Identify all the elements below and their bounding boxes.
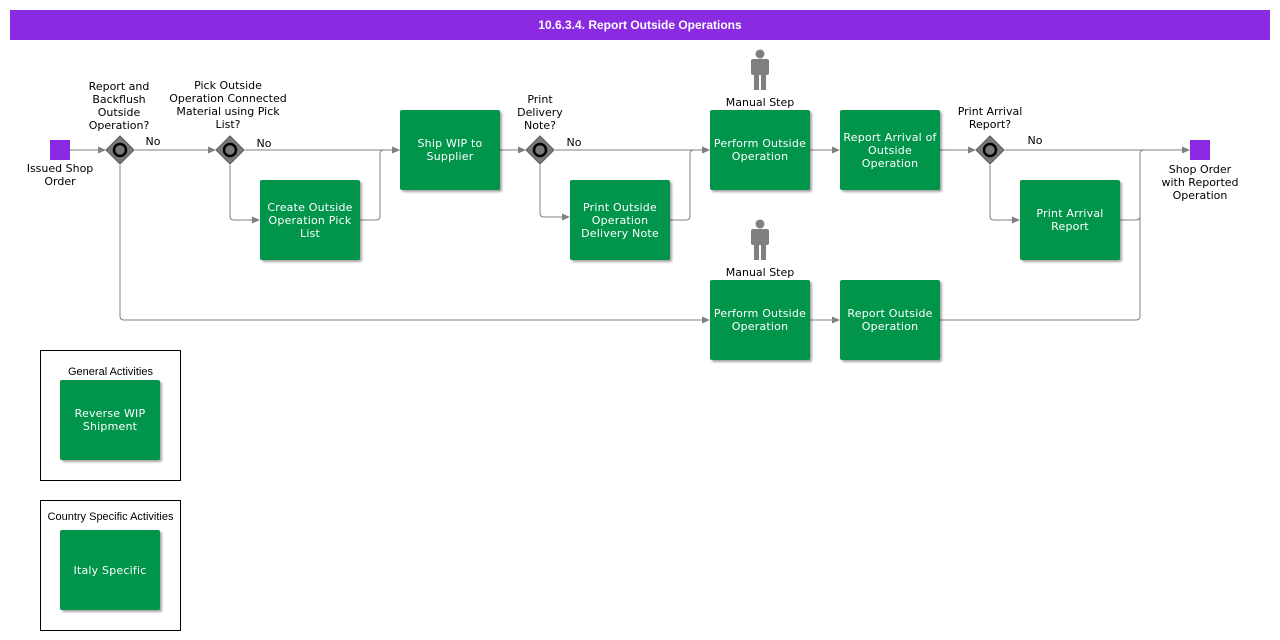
gateway-print-delivery-note[interactable] [525,135,555,165]
task-report-outside-operation[interactable]: Report Outside Operation [840,280,940,360]
manual-step-label: Manual Step [725,266,795,279]
flow-label-no: No [566,136,582,149]
task-reverse-wip-shipment[interactable]: Reverse WIP Shipment [60,380,160,460]
task-print-arrival-report[interactable]: Print Arrival Report [1020,180,1120,260]
flow-label-no: No [1027,134,1043,147]
manual-step-label: Manual Step [725,96,795,109]
end-event[interactable] [1190,140,1210,160]
task-ship-wip[interactable]: Ship WIP to Supplier [400,110,500,190]
flow-g3-yes-to-print-note [539,165,570,221]
gateway-print-arrival-report[interactable] [975,135,1005,165]
general-activities-title: General Activities [68,366,153,378]
task-report-arrival[interactable]: Report Arrival of Outside Operation [840,110,940,190]
end-event-label: Shop Order with Reported Operation [1161,163,1239,202]
task-perform-outside-operation-alt[interactable]: Perform Outside Operation [710,280,810,360]
task-print-delivery-note[interactable]: Print Outside Operation Delivery Note [570,180,670,260]
task-perform-outside-operation[interactable]: Perform Outside Operation [710,110,810,190]
diagram-title: 10.6.3.4. Report Outside Operations [10,10,1270,40]
flow-g1-yes-to-perform-bottom [119,165,710,324]
person-icon [751,219,769,260]
country-specific-activities-title: Country Specific Activities [47,511,174,523]
start-event[interactable] [50,140,70,160]
gateway-pick-list[interactable] [215,135,245,165]
gateway-pick-list-label: Pick Outside Operation Connected Materia… [169,79,287,131]
gateway-print-arrival-report-label: Print Arrival Report? [957,105,1023,131]
flow-label-no: No [256,137,272,150]
flow-label-no: No [145,135,161,148]
flow-report-to-end [940,154,1141,321]
person-icon [751,49,769,90]
flow-g4-yes-to-print-arrival [989,165,1020,224]
task-create-pick-list[interactable]: Create Outside Operation Pick List [260,180,360,260]
flow-print-note-to-perform-top [670,146,710,221]
flow-pick-list-to-ship [360,146,400,221]
gateway-report-backflush-label: Report and Backflush Outside Operation? [88,80,150,132]
gateway-report-backflush[interactable] [105,135,135,165]
task-italy-specific[interactable]: Italy Specific [60,530,160,610]
start-event-label: Issued Shop Order [26,162,94,188]
gateway-print-delivery-note-label: Print Delivery Note? [517,93,563,132]
flow-g2-yes-to-pick-list [229,165,260,224]
